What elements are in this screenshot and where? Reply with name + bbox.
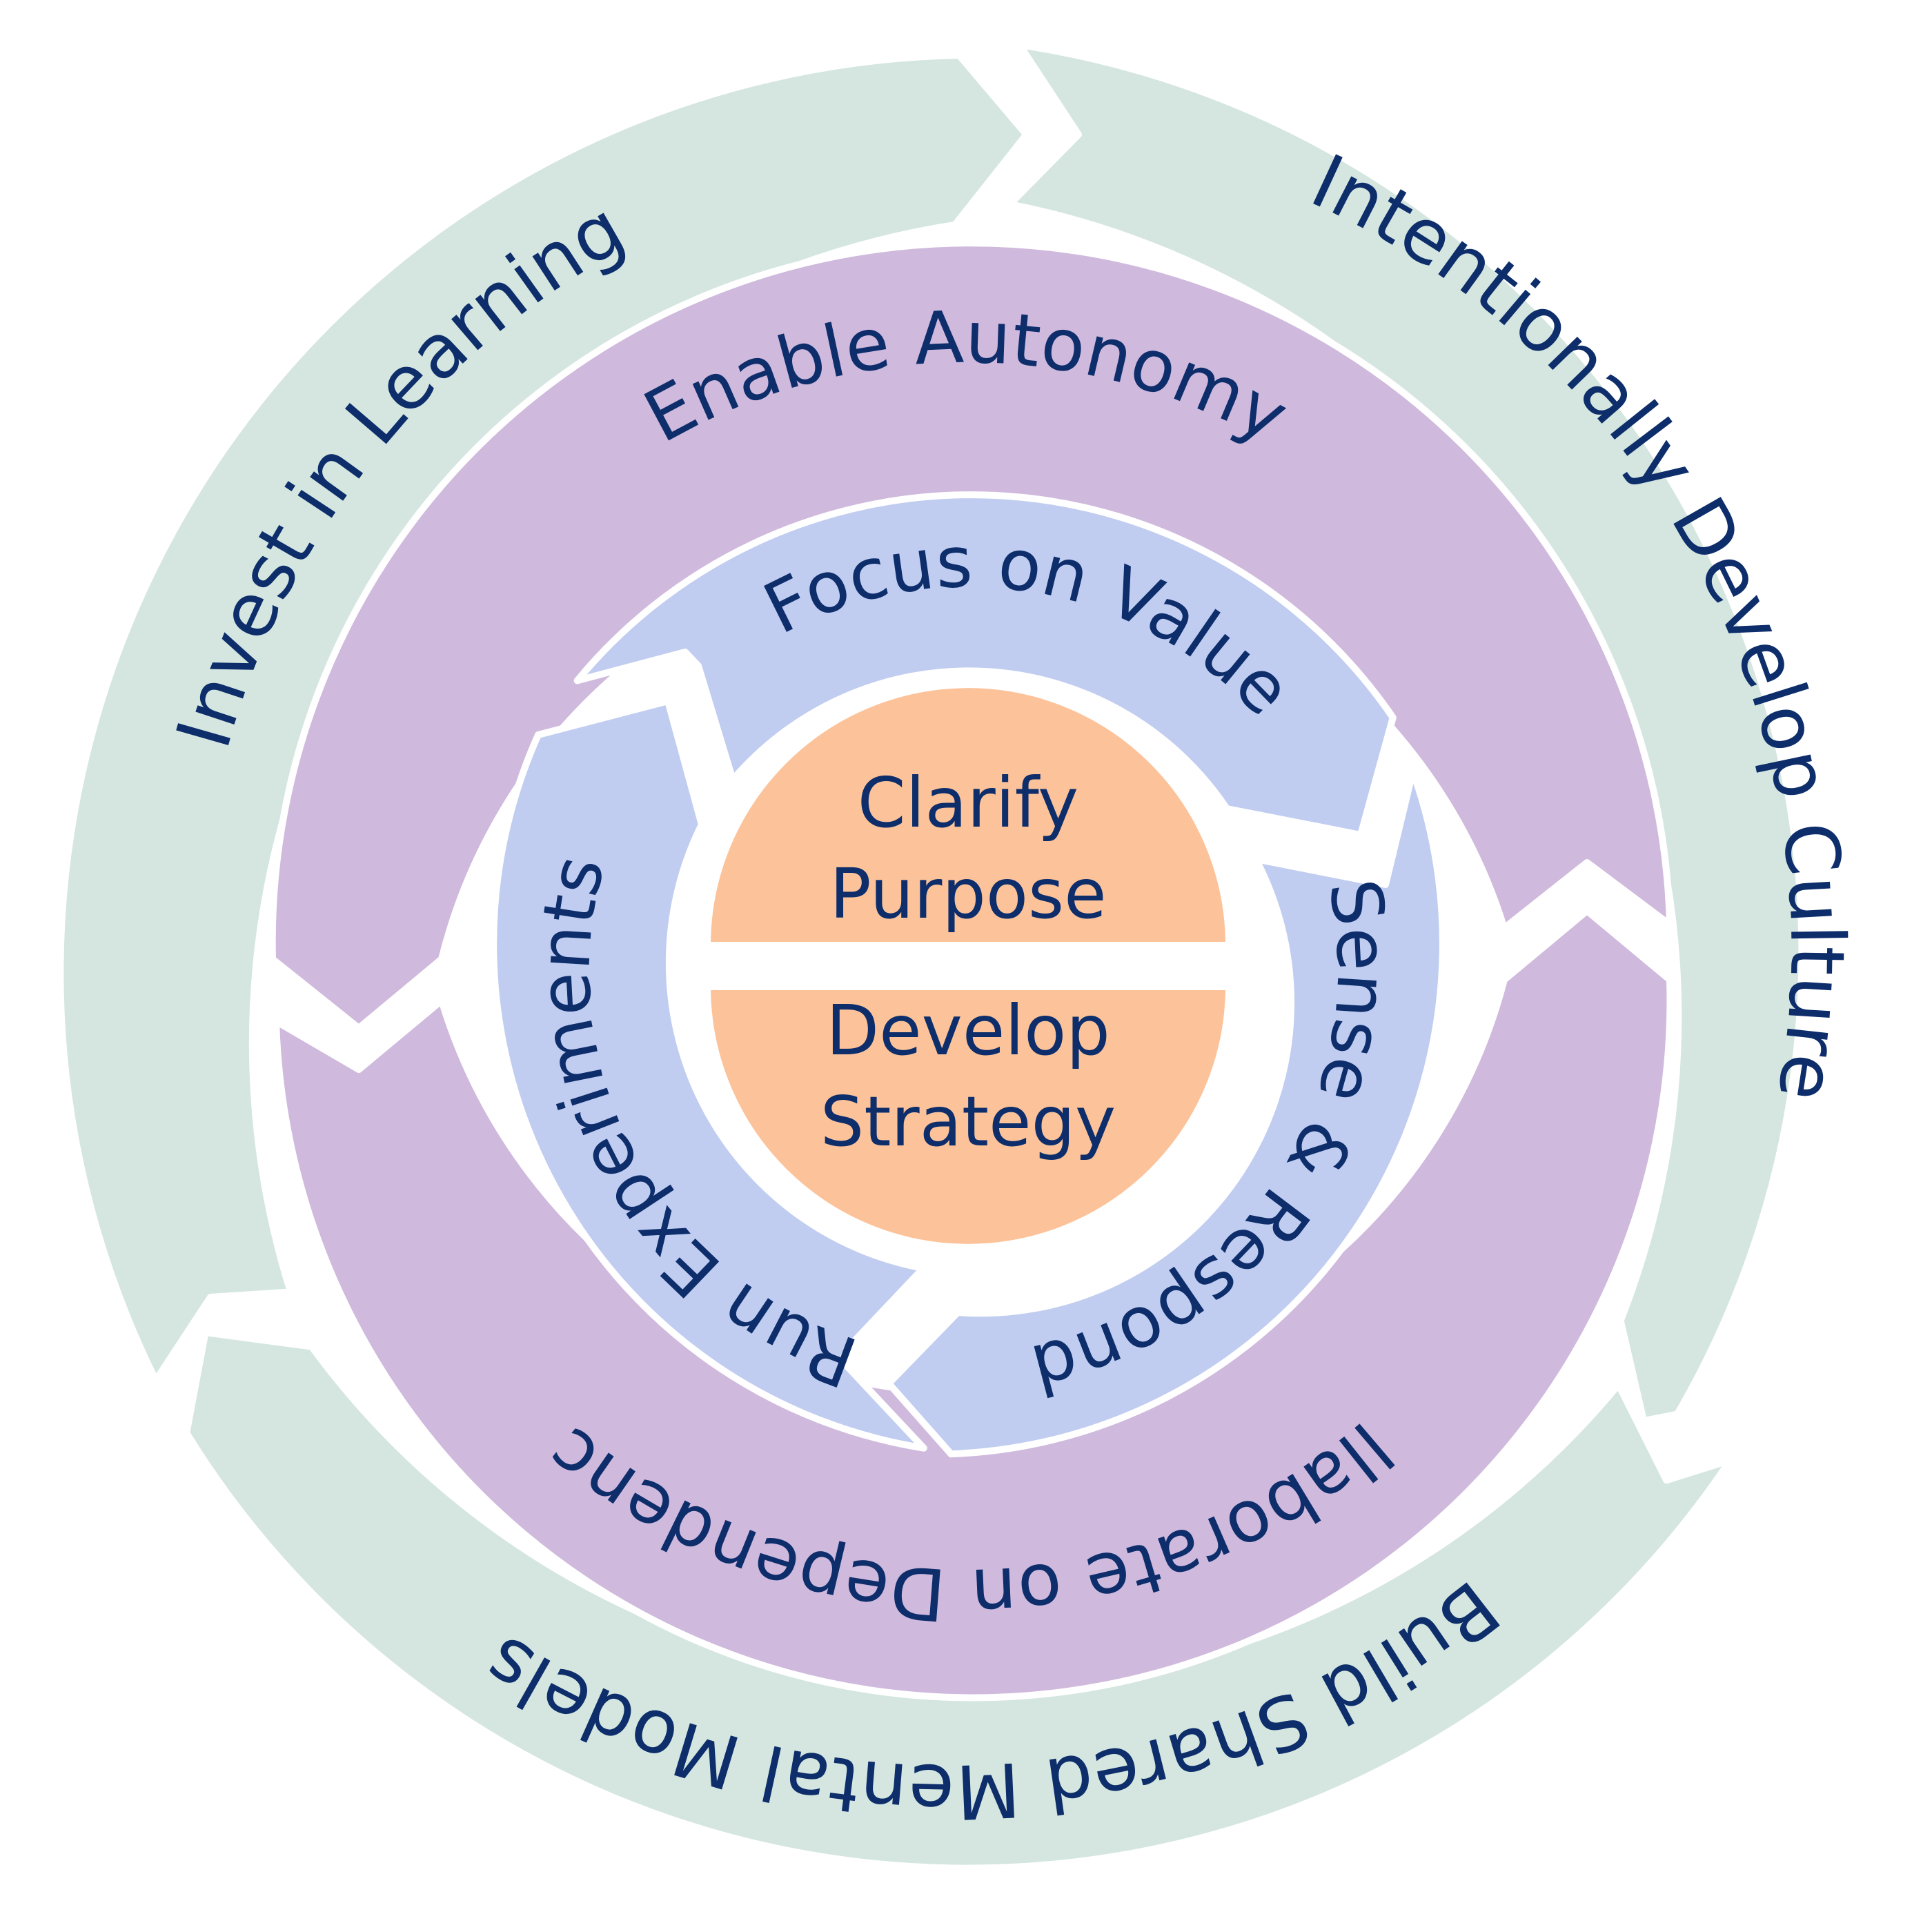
inner-segment-value bbox=[573, 491, 1397, 838]
core-bottom-line1: Develop bbox=[826, 990, 1110, 1071]
core-bottom-line2: Strategy bbox=[820, 1081, 1116, 1162]
inner-ring bbox=[490, 491, 1446, 1458]
inner-segment-respond bbox=[885, 768, 1446, 1458]
core-top-line1: Clarify bbox=[858, 762, 1078, 843]
inner-segment-experiments bbox=[490, 698, 927, 1452]
core-bottom-half bbox=[704, 983, 1232, 1251]
core-top-line2: Purpose bbox=[829, 854, 1106, 934]
core-top-half bbox=[704, 681, 1232, 949]
middle-ring bbox=[268, 239, 1674, 1702]
core-circle bbox=[704, 681, 1232, 1251]
